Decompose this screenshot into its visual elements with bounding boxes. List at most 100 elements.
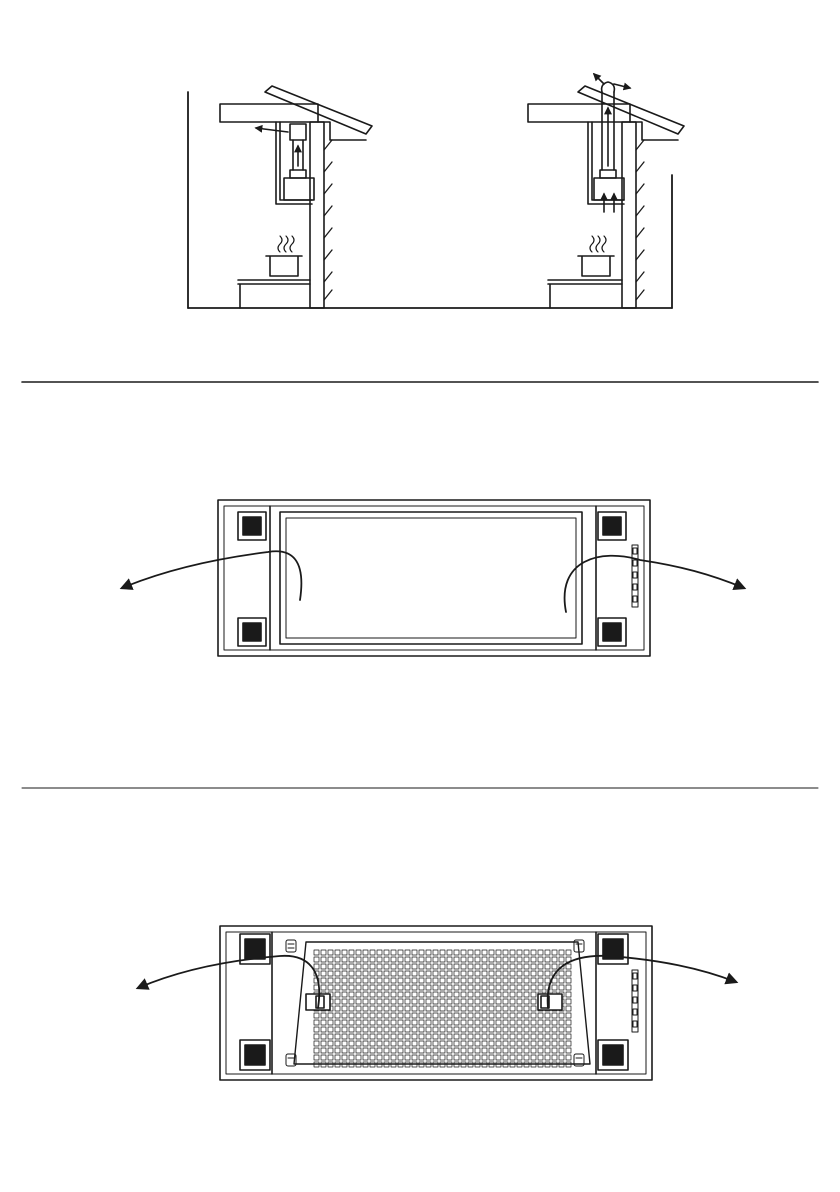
filter-hole xyxy=(454,1034,459,1039)
filter-hole xyxy=(433,1055,438,1060)
filter-hole xyxy=(552,1034,557,1039)
filter-hole xyxy=(405,1055,410,1060)
filter-hole xyxy=(363,978,368,983)
filter-hole xyxy=(559,1020,564,1025)
wall-shelf-ticks xyxy=(636,140,644,300)
filter-hole xyxy=(552,964,557,969)
filter-hole xyxy=(496,1027,501,1032)
filter-hole xyxy=(475,992,480,997)
filter-hole xyxy=(426,1034,431,1039)
filter-hole xyxy=(531,985,536,990)
filter-hole xyxy=(475,985,480,990)
filter-hole xyxy=(510,1020,515,1025)
filter-hole xyxy=(384,1020,389,1025)
filter-hole xyxy=(440,999,445,1004)
filter-hole xyxy=(482,985,487,990)
filter-hole xyxy=(440,1027,445,1032)
filter-hole xyxy=(377,1041,382,1046)
filter-hole xyxy=(391,978,396,983)
filter-hole xyxy=(356,1020,361,1025)
filter-hole xyxy=(377,1013,382,1018)
filter-hole xyxy=(363,964,368,969)
filter-hole xyxy=(377,1027,382,1032)
filter-hole xyxy=(426,1006,431,1011)
filter-hole xyxy=(496,964,501,969)
filter-hole xyxy=(468,1034,473,1039)
filter-hole xyxy=(566,978,571,983)
filter-hole xyxy=(503,999,508,1004)
filter-hole xyxy=(391,957,396,962)
filter-hole xyxy=(524,1027,529,1032)
filter-hole xyxy=(398,957,403,962)
filter-hole xyxy=(398,985,403,990)
filter-hole xyxy=(524,978,529,983)
filter-hole xyxy=(349,1034,354,1039)
filter-hole xyxy=(559,1048,564,1053)
filter-hole xyxy=(440,950,445,955)
filter-hole xyxy=(503,957,508,962)
filter-hole xyxy=(475,950,480,955)
filter-hole xyxy=(412,971,417,976)
filter-hole xyxy=(475,957,480,962)
filter-hole xyxy=(335,985,340,990)
filter-hole xyxy=(426,985,431,990)
filter-hole xyxy=(335,964,340,969)
filter-hole xyxy=(426,950,431,955)
filter-hole xyxy=(391,1027,396,1032)
filter-hole xyxy=(433,1013,438,1018)
filter-hole xyxy=(531,992,536,997)
filter-hole xyxy=(328,1041,333,1046)
filter-hole xyxy=(447,1013,452,1018)
filter-hole xyxy=(454,971,459,976)
filter-hole xyxy=(475,1020,480,1025)
filter-hole xyxy=(433,1034,438,1039)
filter-hole xyxy=(503,1020,508,1025)
installation-section-views xyxy=(188,74,684,308)
filter-hole xyxy=(412,999,417,1004)
filter-hole xyxy=(321,964,326,969)
filter-hole xyxy=(461,1006,466,1011)
filter-hole xyxy=(517,985,522,990)
filter-hole xyxy=(398,1027,403,1032)
filter-hole xyxy=(496,1020,501,1025)
filter-hole xyxy=(559,985,564,990)
filter-hole xyxy=(559,1034,564,1039)
filter-hole xyxy=(503,964,508,969)
filter-hole xyxy=(440,1020,445,1025)
filter-hole xyxy=(314,1041,319,1046)
filter-hole xyxy=(489,1013,494,1018)
filter-hole xyxy=(342,1027,347,1032)
filter-hole xyxy=(356,1048,361,1053)
filter-hole xyxy=(517,971,522,976)
filter-hole xyxy=(405,1013,410,1018)
filter-hole xyxy=(321,950,326,955)
filter-hole xyxy=(475,1013,480,1018)
filter-hole xyxy=(538,971,543,976)
filter-hole xyxy=(454,950,459,955)
filter-hole xyxy=(412,964,417,969)
filter-hole xyxy=(370,957,375,962)
filter-hole xyxy=(328,957,333,962)
filter-hole xyxy=(440,992,445,997)
filter-hole xyxy=(538,1027,543,1032)
pot-icon xyxy=(266,256,302,276)
filter-hole xyxy=(377,1020,382,1025)
filter-hole xyxy=(468,1027,473,1032)
filter-hole xyxy=(559,1013,564,1018)
filter-hole xyxy=(363,999,368,1004)
filter-hole xyxy=(538,978,543,983)
filter-hole xyxy=(433,957,438,962)
filter-hole xyxy=(314,1034,319,1039)
filter-hole xyxy=(321,978,326,983)
filter-hole xyxy=(349,1041,354,1046)
filter-hole xyxy=(391,971,396,976)
filter-hole xyxy=(524,992,529,997)
filter-hole xyxy=(461,1013,466,1018)
filter-hole xyxy=(510,964,515,969)
filter-hole xyxy=(426,1041,431,1046)
filter-hole xyxy=(566,992,571,997)
filter-hole xyxy=(545,957,550,962)
filter-hole xyxy=(356,964,361,969)
filter-hole xyxy=(412,985,417,990)
filter-hole xyxy=(524,1034,529,1039)
